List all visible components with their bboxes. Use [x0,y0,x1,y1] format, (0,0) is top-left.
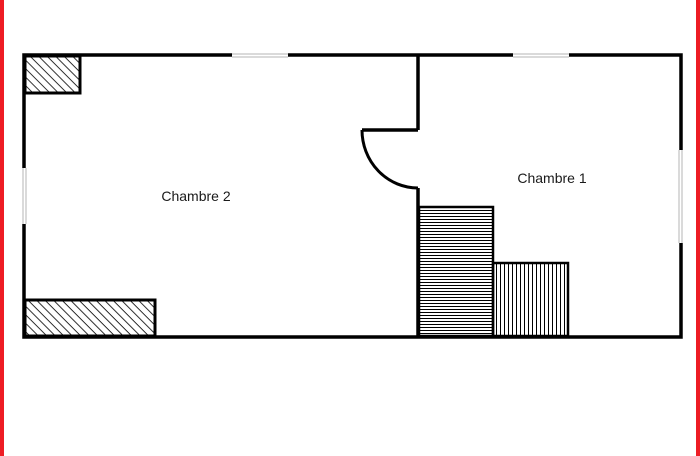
staircase [417,205,570,338]
window-top-left [232,52,288,59]
chimney-block-bottom [23,298,157,338]
stair-flight-upper [417,205,495,338]
windows [21,52,684,243]
door [360,128,419,190]
window-top-right [513,52,569,59]
chimney-block-top [23,54,82,95]
window-left [21,168,28,224]
exterior-wall [22,53,683,339]
room-label-chambre-1: Chambre 1 [517,170,586,186]
window-right [677,150,684,243]
door-swing [360,129,419,190]
stair-flight-lower [491,261,570,338]
room-label-chambre-2: Chambre 2 [161,188,230,204]
